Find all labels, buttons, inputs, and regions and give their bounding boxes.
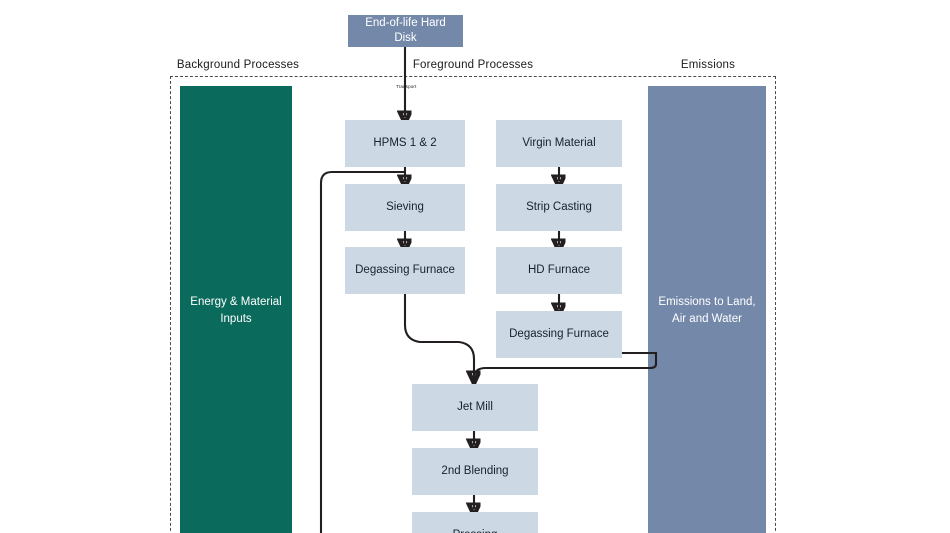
box-label: Strip Casting [526, 201, 592, 214]
box-label: Virgin Material [522, 137, 596, 150]
box-degassing-furnace-recycled[interactable]: Degassing Furnace [345, 247, 465, 294]
wire-degassing-right-to-jetmill [472, 351, 658, 379]
box-label: End-of-life Hard Disk [365, 17, 446, 44]
emissions-panel: Emissions to Land, Air and Water [648, 86, 766, 533]
background-inputs-panel: Energy & Material Inputs [180, 86, 292, 533]
box-label: HPMS 1 & 2 [373, 137, 437, 150]
box-label: Sieving [386, 201, 424, 214]
box-sieving[interactable]: Sieving [345, 184, 465, 231]
box-2nd-blending[interactable]: 2nd Blending [412, 448, 538, 495]
column-header-foreground: Foreground Processes [412, 59, 534, 71]
box-degassing-furnace-virgin[interactable]: Degassing Furnace [496, 311, 622, 358]
box-label: Degassing Furnace [355, 264, 455, 277]
wire-degassing-left-to-jetmill [403, 294, 474, 377]
box-label: HD Furnace [528, 264, 590, 277]
box-label: Degassing Furnace [509, 328, 609, 341]
system-boundary [170, 76, 776, 533]
box-label: Jet Mill [457, 401, 493, 414]
box-label: Pressing [453, 528, 498, 533]
wire-loopback-elbow [319, 170, 405, 533]
emissions-panel-label: Emissions to Land, Air and Water [658, 296, 756, 325]
box-hpms-1-and-2[interactable]: HPMS 1 & 2 [345, 120, 465, 167]
edge-label-transport: Transport [396, 84, 417, 89]
box-end-of-life-hard-disk[interactable]: End-of-life Hard Disk [348, 15, 463, 47]
box-pressing[interactable]: Pressing [412, 512, 538, 533]
box-virgin-material[interactable]: Virgin Material [496, 120, 622, 167]
box-label: 2nd Blending [441, 465, 509, 478]
box-hd-furnace[interactable]: HD Furnace [496, 247, 622, 294]
background-inputs-label: Energy & Material Inputs [190, 296, 282, 325]
column-header-emissions: Emissions [680, 59, 736, 71]
box-strip-casting[interactable]: Strip Casting [496, 184, 622, 231]
column-header-background: Background Processes [176, 59, 300, 71]
box-jet-mill[interactable]: Jet Mill [412, 384, 538, 431]
